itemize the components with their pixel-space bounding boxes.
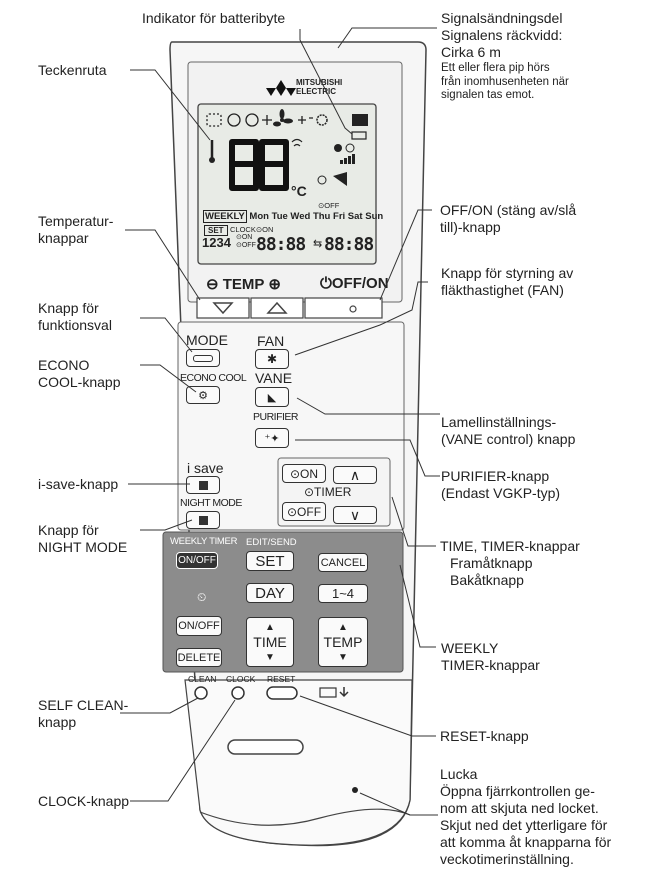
mode-label: MODE bbox=[186, 332, 228, 348]
label-clock: CLOCK-knapp bbox=[38, 793, 130, 809]
night-mode-icon bbox=[352, 114, 368, 126]
backward-button[interactable]: ∨ bbox=[333, 506, 377, 524]
lcd-days-row: WEEKLY Mon Tue Wed Thu Fri Sat Sun bbox=[203, 210, 384, 223]
lcd-big-digits bbox=[229, 139, 289, 191]
econo-cool-button[interactable]: ⚙ bbox=[186, 386, 220, 404]
label-self-clean: SELF CLEAN- knapp bbox=[38, 697, 129, 730]
label-lid: Lucka Öppna fjärrkontrollen ge- nom att … bbox=[440, 766, 612, 867]
vane-icon: ◣ bbox=[267, 391, 277, 404]
weekly-timer-label: WEEKLY TIMER bbox=[170, 536, 238, 547]
label-off-on: OFF/ON (stäng av/slå till)-knapp bbox=[440, 202, 577, 235]
lcd-unit: °C bbox=[291, 183, 307, 199]
econo-gear-icon: ⚙ bbox=[198, 389, 208, 402]
vane-label: VANE bbox=[255, 370, 293, 386]
off-on-button bbox=[304, 297, 383, 319]
isave-icon bbox=[198, 480, 208, 490]
temp-down-button bbox=[196, 297, 250, 319]
label-time-timer: TIME, TIMER-knappar Framåtknapp Bakåtkna… bbox=[440, 538, 580, 588]
econo-cool-label: ECONO COOL bbox=[180, 372, 247, 384]
label-vane: Lamellinställnings- (VANE control) knapp bbox=[441, 414, 576, 447]
lcd-time-left: 88:88 bbox=[256, 234, 306, 255]
lcd-arrow: ⇆ bbox=[313, 238, 323, 250]
forward-button[interactable]: ∧ bbox=[333, 466, 377, 484]
lcd-1234: 1234 bbox=[202, 235, 231, 250]
purifier-sparkle-icon: ⁺✦ bbox=[264, 432, 280, 445]
fan-label: FAN bbox=[257, 333, 285, 349]
mode-icons-row bbox=[206, 113, 272, 127]
reset-button bbox=[266, 686, 298, 700]
fan-speed-icons bbox=[317, 143, 355, 186]
clock-label: CLOCK bbox=[226, 674, 256, 684]
delete-button[interactable]: DELETE bbox=[176, 648, 222, 667]
battery-icon bbox=[351, 131, 367, 140]
mitsubishi-logo-icon bbox=[266, 80, 296, 96]
power-icon: ⏻ bbox=[320, 275, 332, 292]
clean-button bbox=[194, 686, 208, 700]
chevron-down-icon: ∨ bbox=[349, 506, 361, 523]
isave-label: i save bbox=[187, 460, 224, 476]
night-icon bbox=[198, 515, 208, 525]
onoff-button-2[interactable]: ON/OFF bbox=[176, 616, 222, 636]
reset-label: RESET bbox=[267, 674, 296, 684]
plus-icon: ⊕ bbox=[268, 276, 281, 293]
triangle-up-icon: ▲ bbox=[265, 621, 275, 633]
label-fan: Knapp för styrning av fläkthastighet (FA… bbox=[441, 265, 574, 298]
night-mode-button[interactable] bbox=[186, 511, 220, 529]
label-display: Teckenruta bbox=[38, 62, 107, 78]
lcd-clock-on: CLOCK⊙ON bbox=[230, 225, 274, 234]
weekly-onoff-button[interactable]: ON/OFF bbox=[176, 552, 218, 569]
minus-icon: ⊖ bbox=[206, 276, 219, 293]
clock-symbol-icon: ⏲ bbox=[197, 590, 207, 604]
label-signal-part: Signalsändningsdel Signalens räckvidd: C… bbox=[441, 10, 563, 60]
timer-on-button[interactable]: ⊙ON bbox=[282, 464, 326, 483]
clean-label: CLEAN bbox=[188, 674, 217, 684]
lid-dot bbox=[352, 787, 358, 793]
label-battery-indicator: Indikator för batteribyte bbox=[142, 10, 286, 26]
temp-up-button bbox=[250, 297, 304, 319]
fan-icon bbox=[273, 109, 293, 127]
label-weekly-timer: WEEKLY TIMER-knappar bbox=[441, 640, 540, 673]
mode-button[interactable] bbox=[186, 349, 220, 367]
triangle-up-icon: ▲ bbox=[338, 621, 348, 633]
purifier-button[interactable]: ⁺✦ bbox=[255, 428, 289, 448]
vane-button[interactable]: ◣ bbox=[255, 387, 289, 407]
edit-send-label: EDIT/SEND bbox=[246, 537, 297, 548]
set-button[interactable]: SET bbox=[246, 551, 294, 571]
label-temperature-buttons: Temperatur- knappar bbox=[38, 213, 114, 246]
night-mode-label: NIGHT MODE bbox=[180, 497, 242, 509]
sliding-cover bbox=[184, 679, 413, 846]
brand-name: MITSUBISHI ELECTRIC bbox=[296, 78, 343, 96]
label-i-save: i-save-knapp bbox=[38, 476, 119, 492]
label-purifier: PURIFIER-knapp (Endast VGKP-typ) bbox=[441, 468, 561, 501]
clock-button bbox=[231, 686, 245, 700]
triangle-down-icon: ▼ bbox=[338, 651, 348, 663]
label-reset: RESET-knapp bbox=[440, 728, 529, 744]
isave-button[interactable] bbox=[186, 476, 220, 494]
label-night-mode: Knapp för NIGHT MODE bbox=[38, 522, 128, 555]
triangle-down-icon: ▼ bbox=[265, 651, 275, 663]
cancel-button[interactable]: CANCEL bbox=[318, 553, 368, 572]
fan-button-icon: ✱ bbox=[266, 352, 278, 366]
lcd-set-label: SET bbox=[204, 225, 228, 236]
lcd-time-right: 88:88 bbox=[324, 234, 374, 255]
timer-label: ⊙TIMER bbox=[304, 485, 352, 499]
temp-label-row: ⊖ TEMP ⊕ bbox=[206, 276, 281, 293]
purifier-label: PURIFIER bbox=[253, 411, 299, 423]
label-signal-note: Ett eller flera pip hörs från inomhusenh… bbox=[441, 62, 569, 101]
offon-label-row: ⏻OFF/ON bbox=[320, 275, 389, 292]
temp-button[interactable]: ▲ TEMP ▼ bbox=[318, 617, 368, 667]
label-econo-cool: ECONO COOL-knapp bbox=[38, 357, 121, 390]
day-button[interactable]: DAY bbox=[246, 583, 294, 603]
timer-off-button[interactable]: ⊙OFF bbox=[282, 502, 326, 521]
chevron-up-icon: ∧ bbox=[349, 466, 361, 483]
fan-button[interactable]: ✱ bbox=[255, 349, 289, 369]
lcd-off-small: ⊙OFF bbox=[318, 201, 340, 210]
wifi-icon bbox=[291, 138, 303, 147]
time-button[interactable]: ▲ TIME ▼ bbox=[246, 617, 294, 667]
cover-slot bbox=[227, 739, 304, 755]
label-function-select: Knapp för funktionsval bbox=[38, 300, 112, 333]
lcd-on-off-small: ⊙ON ⊙OFF bbox=[236, 234, 256, 249]
range-button[interactable]: 1~4 bbox=[318, 584, 368, 603]
